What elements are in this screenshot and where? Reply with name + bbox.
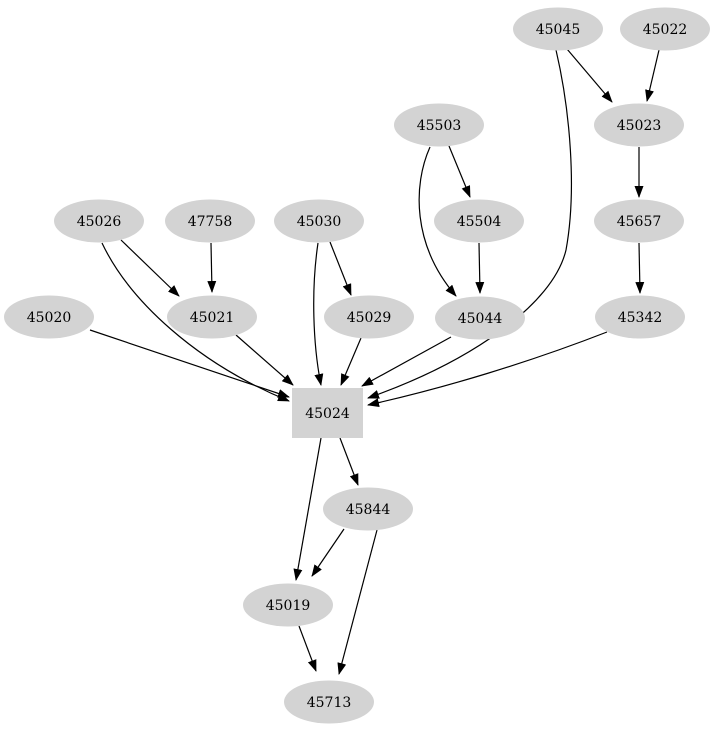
node-label: 45026 <box>77 214 122 230</box>
node-45504: 45504 <box>434 199 524 243</box>
node-ellipse-shape <box>167 295 257 339</box>
node-45045: 45045 <box>513 7 603 51</box>
edge-45030-to-45024 <box>313 242 324 386</box>
node-ellipse-shape <box>323 487 413 531</box>
node-45023: 45023 <box>594 103 684 147</box>
node-45503: 45503 <box>394 103 484 147</box>
node-ellipse-shape <box>4 295 94 339</box>
node-label: 45021 <box>190 310 235 326</box>
edge-45026-to-45021 <box>120 239 180 297</box>
node-ellipse-shape <box>284 680 374 724</box>
node-ellipse-shape <box>513 7 603 51</box>
edge-45844-to-45019 <box>311 528 345 577</box>
node-label: 45019 <box>266 598 311 614</box>
node-label: 45030 <box>297 214 342 230</box>
node-label: 45503 <box>417 118 462 134</box>
node-45021: 45021 <box>167 295 257 339</box>
edge-45019-to-45713 <box>298 625 317 672</box>
edge-45504-to-45044 <box>475 242 485 294</box>
node-ellipse-shape <box>324 295 414 339</box>
edge-47758-to-45021 <box>207 242 217 293</box>
node-45022: 45022 <box>620 7 710 51</box>
node-ellipse-shape <box>620 7 710 51</box>
node-ellipse-shape <box>595 295 685 339</box>
edge-45020-to-45024 <box>89 329 290 398</box>
node-label: 45020 <box>27 310 72 326</box>
node-ellipse-shape <box>243 583 333 627</box>
node-ellipse-shape <box>274 199 364 243</box>
node-label: 45044 <box>458 311 503 327</box>
node-ellipse-shape <box>54 199 144 243</box>
node-45342: 45342 <box>595 295 685 339</box>
node-ellipse-shape <box>435 296 525 340</box>
node-label: 45045 <box>536 22 581 38</box>
edge-45045-to-45024 <box>367 49 573 399</box>
node-45024: 45024 <box>292 388 363 438</box>
node-45657: 45657 <box>594 199 684 243</box>
node-label: 45342 <box>618 310 663 326</box>
edge-45029-to-45024 <box>340 337 362 386</box>
node-47758: 47758 <box>165 199 255 243</box>
node-label: 45022 <box>643 22 688 38</box>
node-label: 45024 <box>305 406 350 422</box>
node-ellipse-shape <box>434 199 524 243</box>
node-ellipse-shape <box>165 199 255 243</box>
node-label: 45029 <box>347 310 392 326</box>
node-label: 45504 <box>457 214 502 230</box>
node-box-shape <box>292 388 363 438</box>
edge-45503-to-45504 <box>448 145 471 198</box>
edge-45044-to-45024 <box>361 336 452 387</box>
edge-45024-to-45844 <box>339 437 359 486</box>
node-ellipse-shape <box>394 103 484 147</box>
node-label: 45657 <box>617 214 662 230</box>
edge-45030-to-45029 <box>329 241 352 296</box>
node-ellipse-shape <box>594 103 684 147</box>
node-label: 45713 <box>307 695 352 711</box>
node-45044: 45044 <box>435 296 525 340</box>
node-45030: 45030 <box>274 199 364 243</box>
edge-45657-to-45342 <box>635 242 645 294</box>
edge-45503-to-45044 <box>418 146 457 297</box>
edge-45844-to-45713 <box>337 529 378 675</box>
edge-45022-to-45023 <box>645 49 660 102</box>
node-45026: 45026 <box>54 199 144 243</box>
edge-45024-to-45019 <box>293 437 322 581</box>
edge-45045-to-45023 <box>566 48 613 103</box>
node-label: 45023 <box>617 118 662 134</box>
node-ellipse-shape <box>594 199 684 243</box>
node-label: 45844 <box>346 502 391 518</box>
node-45029: 45029 <box>324 295 414 339</box>
node-label: 47758 <box>188 214 233 230</box>
node-45844: 45844 <box>323 487 413 531</box>
edge-45342-to-45024 <box>367 331 608 408</box>
node-45019: 45019 <box>243 583 333 627</box>
node-45020: 45020 <box>4 295 94 339</box>
edge-45021-to-45024 <box>235 334 294 386</box>
node-45713: 45713 <box>284 680 374 724</box>
